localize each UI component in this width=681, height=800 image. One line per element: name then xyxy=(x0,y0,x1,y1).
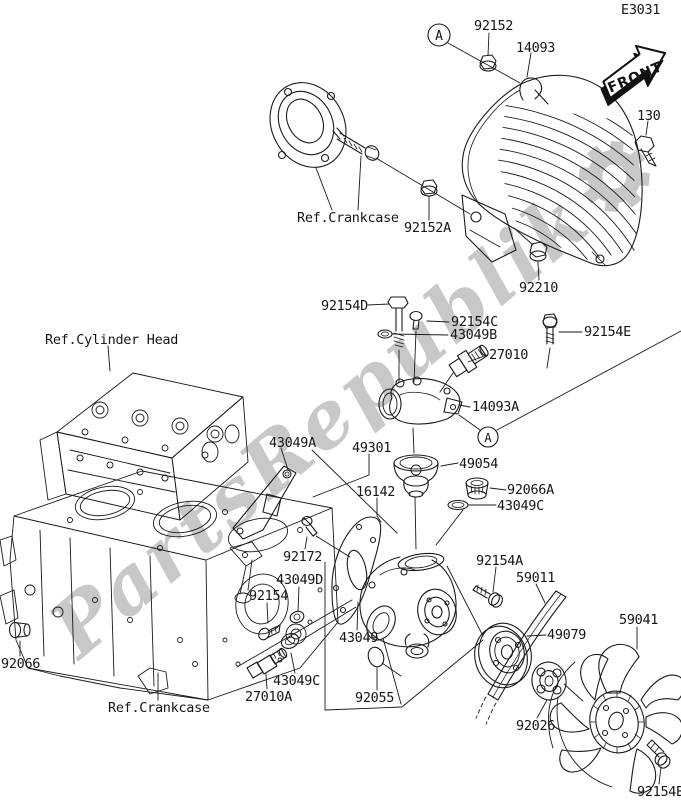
part-label-49054: 49054 xyxy=(459,456,499,472)
assembly-marker-a-top: A xyxy=(427,23,451,47)
part-label-43049a: 43049A xyxy=(269,435,316,451)
part-label-92154: 92154 xyxy=(249,588,289,604)
ref-label-crankcase-bottom: Ref.Crankcase xyxy=(108,700,210,716)
bolt-92154a-drawing xyxy=(472,584,503,608)
front-badge: FRONT xyxy=(600,44,667,107)
bracket-43049a-drawing xyxy=(232,465,297,540)
part-label-92152: 92152 xyxy=(474,18,514,34)
thermostat-drawing xyxy=(393,454,439,498)
part-label-14093a: 14093A xyxy=(472,399,519,415)
assembly-marker-a-mid: A xyxy=(477,426,499,448)
svg-text:A: A xyxy=(484,431,492,445)
spacer-92026-drawing xyxy=(531,661,567,701)
cylinder-head-drawing xyxy=(39,372,249,521)
water-pump-drawing xyxy=(359,552,457,659)
part-label-92055: 92055 xyxy=(355,690,395,706)
part-label-92154c: 92154C xyxy=(451,314,498,330)
part-label-43049c-bottom: 43049C xyxy=(273,673,320,689)
stud-and-nuts-drawing xyxy=(332,54,497,197)
diagram-code-label: E3031 xyxy=(621,2,661,18)
part-label-27010a: 27010A xyxy=(245,689,292,705)
pulley-49079-drawing xyxy=(474,622,532,689)
screw-92172-drawing xyxy=(301,515,318,537)
part-label-92210: 92210 xyxy=(519,280,559,296)
thermostat-housing-drawing xyxy=(377,296,489,425)
part-label-27010: 27010 xyxy=(489,347,529,363)
hook-14093-drawing xyxy=(519,77,549,105)
fan-59041-drawing xyxy=(547,643,681,794)
part-label-92154b: 92154B xyxy=(637,784,681,800)
bolt-92154e-drawing xyxy=(542,313,558,345)
part-label-43049: 43049 xyxy=(339,630,379,646)
gasket-16142-drawing xyxy=(331,516,382,625)
part-label-130: 130 xyxy=(637,108,661,124)
ref-label-cylinder-head: Ref.Cylinder Head xyxy=(45,332,179,348)
cover-plate-drawing xyxy=(269,82,347,168)
part-label-43049d: 43049D xyxy=(276,572,323,588)
leader-lines xyxy=(19,32,681,785)
bolt-92154b-drawing xyxy=(646,739,671,769)
part-label-43049b: 43049B xyxy=(450,327,497,343)
part-label-92154d: 92154D xyxy=(321,298,368,314)
fan-cover-drawing xyxy=(461,74,643,267)
part-label-92152a: 92152A xyxy=(404,220,451,236)
part-label-92026: 92026 xyxy=(516,718,556,734)
part-label-92154e: 92154E xyxy=(584,324,631,340)
ref-label-crankcase-top: Ref.Crankcase xyxy=(297,210,399,226)
part-label-43049c-top: 43049C xyxy=(497,498,544,514)
part-label-49301: 49301 xyxy=(352,440,392,456)
part-label-49079: 49079 xyxy=(547,627,587,643)
svg-text:A: A xyxy=(435,29,443,44)
plug-92066-drawing xyxy=(8,621,31,639)
part-label-59041: 59041 xyxy=(619,612,659,628)
part-label-59011: 59011 xyxy=(516,570,556,586)
part-label-92154a: 92154A xyxy=(476,553,523,569)
part-label-92066: 92066 xyxy=(1,656,41,672)
small-parts-drawing xyxy=(246,610,305,679)
part-label-92172: 92172 xyxy=(283,549,323,565)
part-label-92066a: 92066A xyxy=(507,482,554,498)
belt-59011-drawing xyxy=(475,590,567,725)
seal-92055-drawing xyxy=(367,646,402,677)
cap-92066a-drawing xyxy=(447,477,489,511)
part-label-14093: 14093 xyxy=(516,40,556,56)
part-label-16142: 16142 xyxy=(356,484,396,500)
